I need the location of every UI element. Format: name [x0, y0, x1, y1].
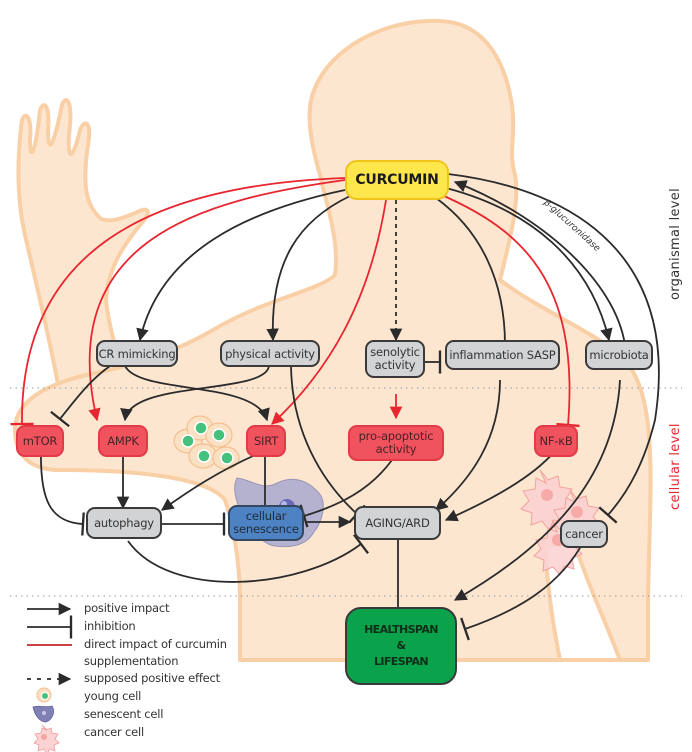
- legend-supplementation: supplementation: [84, 654, 179, 668]
- node-cancer-label: cancer: [565, 527, 603, 541]
- raised-hand: [16, 98, 150, 397]
- edge-autophagy-aging: [127, 533, 369, 583]
- edge-sasp-aging: [435, 379, 501, 511]
- node-aging-ard[interactable]: AGING/ARD: [354, 506, 441, 540]
- node-healthspan-label: HEALTHSPAN: [364, 623, 438, 636]
- node-inflammation-sasp[interactable]: inflammation SASP: [445, 340, 560, 370]
- node-mtor[interactable]: mTOR: [16, 425, 64, 457]
- node-microbiota[interactable]: microbiota: [585, 340, 653, 370]
- node-ampk-label: AMPK: [107, 434, 139, 448]
- organismal-level-label: organismal level: [668, 188, 683, 300]
- cellular-level-label: cellular level: [668, 423, 683, 510]
- edge-microbiota-curcumin: [453, 180, 626, 346]
- edge-curcumin-cr: [136, 189, 346, 342]
- young-cells-cluster: [173, 415, 240, 470]
- edge-proapoptotic-senescence: [299, 459, 393, 528]
- edge-microbiota-healthspan: [453, 379, 621, 601]
- node-physical-activity[interactable]: physical activity: [220, 340, 320, 367]
- node-ampersand-label: &: [396, 639, 407, 652]
- edge-cr-sirt: [124, 365, 270, 422]
- node-lifespan-label: LIFESPAN: [373, 655, 429, 668]
- legend-young-cell-icon: [36, 687, 52, 703]
- node-cr-mimicking-label: CR mimicking: [98, 346, 176, 361]
- node-autophagy-label: autophagy: [94, 516, 154, 530]
- edge-curcumin-cancer: [447, 173, 660, 524]
- legend-senescent-cell: senescent cell: [84, 707, 164, 721]
- node-mtor-label: mTOR: [22, 434, 58, 448]
- edge-curcumin-ampk: [88, 179, 346, 422]
- node-pro-apoptotic-activity[interactable]: pro-apoptotic activity: [348, 425, 444, 461]
- edge-curcumin-sasp: [435, 197, 517, 347]
- node-nf-kb-label: NF-κB: [539, 434, 573, 448]
- node-sirt[interactable]: SIRT: [246, 425, 286, 457]
- node-cr-mimicking[interactable]: CR mimicking: [96, 340, 178, 367]
- node-autophagy[interactable]: autophagy: [86, 507, 162, 539]
- legend-symbols: [27, 602, 73, 752]
- node-healthspan-lifespan[interactable]: HEALTHSPAN & LIFESPAN: [345, 607, 457, 685]
- edge-nfkb-aging: [444, 451, 555, 522]
- edge-mtor-autophagy: [40, 449, 85, 536]
- node-nf-kb[interactable]: NF-κB: [534, 425, 578, 457]
- node-curcumin[interactable]: CURCUMIN: [345, 160, 449, 200]
- legend-cancer-cell-icon: [33, 724, 60, 752]
- legend-cancer-cell: cancer cell: [84, 725, 145, 739]
- edge-curcumin-microbiota: [445, 187, 613, 342]
- node-cellular-senescence[interactable]: cellular senescence: [228, 505, 304, 541]
- edge-curcumin-nfkb: [443, 195, 580, 428]
- node-cancer[interactable]: cancer: [560, 520, 608, 548]
- legend-positive-impact: positive impact: [84, 601, 170, 615]
- edge-curcumin-sirt: [271, 199, 387, 425]
- edge-cancer-healthspan: [460, 540, 585, 641]
- node-inflammation-sasp-label: inflammation SASP: [449, 348, 556, 362]
- edge-curcumin-mtor: [10, 177, 346, 426]
- leg-gap: [543, 543, 622, 662]
- legend-senescent-cell-icon: [32, 705, 54, 723]
- node-senolytic-activity-label: senolytic activity: [370, 345, 420, 372]
- node-aging-ard-label: AGING/ARD: [365, 516, 430, 530]
- edge-curcumin-physical: [266, 195, 351, 342]
- legend-supposed-effect: supposed positive effect: [84, 671, 220, 685]
- node-sirt-label: SIRT: [253, 434, 279, 448]
- edge-cr-mtor: [50, 365, 111, 428]
- edge-physical-ampk: [120, 365, 270, 422]
- node-physical-activity-label: physical activity: [225, 346, 315, 361]
- edge-sirt-autophagy: [160, 451, 263, 511]
- node-microbiota-label: microbiota: [589, 348, 649, 362]
- node-cellular-senescence-label: cellular senescence: [233, 509, 299, 536]
- legend-inhibition: inhibition: [84, 619, 136, 633]
- legend-young-cell: young cell: [84, 689, 142, 703]
- legend-direct-impact: direct impact of curcumin: [84, 637, 227, 651]
- node-pro-apoptotic-activity-label: pro-apoptotic activity: [358, 429, 434, 456]
- node-senolytic-activity[interactable]: senolytic activity: [365, 340, 425, 378]
- node-curcumin-label: CURCUMIN: [355, 172, 439, 188]
- node-ampk[interactable]: AMPK: [98, 425, 148, 457]
